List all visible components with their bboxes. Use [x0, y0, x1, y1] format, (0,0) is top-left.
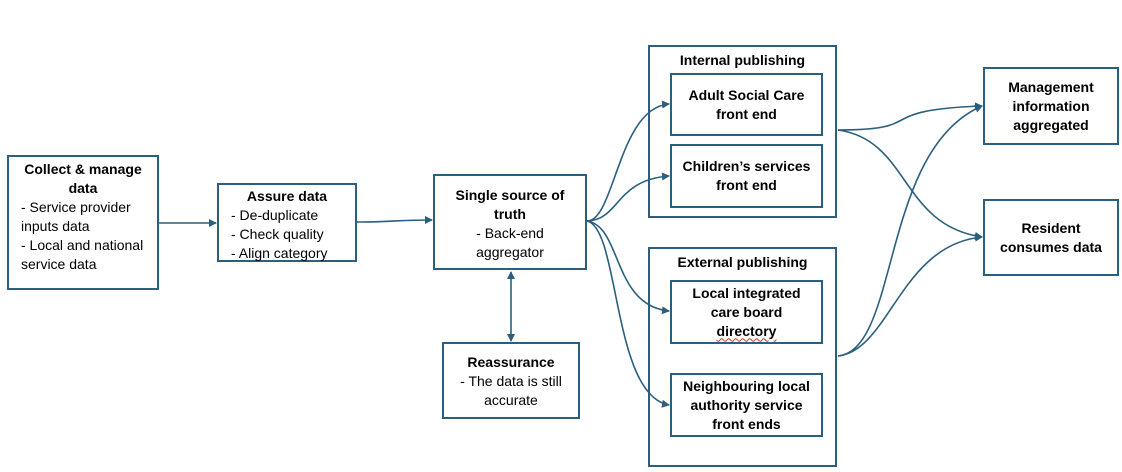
local-icb-line-1: Local integrated [692, 284, 801, 301]
collect-title: Collect & manage data [24, 161, 142, 196]
local-icb-line-3: directory [716, 322, 777, 339]
assure-item-1: - De-duplicate [231, 207, 319, 223]
reassurance-box: Reassurance - The data is still accurate [442, 342, 580, 419]
assure-item-2: - Check quality [231, 226, 324, 242]
arrow-assure-to-truth [355, 216, 433, 225]
arrow-adult-to-management [837, 102, 983, 131]
resident-consumes-box: Resident consumes data [983, 199, 1119, 276]
management-information-label: Management information aggregated [1008, 78, 1094, 133]
adult-social-care-box: Adult Social Care front end [670, 73, 823, 136]
truth-subtitle: - Back-end aggregator [476, 225, 544, 260]
arrow-icb-to-management [837, 105, 983, 357]
truth-title: Single source of truth [455, 187, 565, 222]
assure-item-3: - Align category [231, 245, 328, 261]
collect-item-2: - Local and national service data [21, 237, 144, 272]
neighbouring-authority-box: Neighbouring local authority service fro… [670, 373, 823, 437]
collect-item-1: - Service provider inputs data [21, 199, 131, 234]
management-information-box: Management information aggregated [983, 67, 1119, 145]
arrow-icb-to-resident [837, 233, 983, 357]
adult-social-care-label: Adult Social Care front end [688, 86, 805, 122]
local-icb-box: Local integrated care board directory [670, 280, 823, 344]
childrens-services-box: Children’s services front end [670, 144, 823, 208]
reassurance-title: Reassurance [467, 354, 555, 370]
assure-data-box: Assure data - De-duplicate - Check quali… [217, 183, 357, 262]
reassurance-subtitle: - The data is still accurate [460, 373, 562, 408]
single-source-box: Single source of truth - Back-end aggreg… [433, 174, 587, 270]
internal-publishing-title: Internal publishing [679, 52, 806, 68]
arrow-adult-to-resident [837, 129, 983, 240]
external-publishing-title: External publishing [677, 254, 808, 270]
assure-title: Assure data [246, 188, 328, 204]
collect-manage-box: Collect & manage data - Service provider… [7, 155, 159, 290]
resident-consumes-label: Resident consumes data [1000, 219, 1102, 255]
local-icb-line-2: care board [710, 303, 783, 320]
childrens-services-label: Children’s services front end [682, 158, 811, 193]
neighbouring-authority-label: Neighbouring local authority service fro… [683, 377, 810, 432]
